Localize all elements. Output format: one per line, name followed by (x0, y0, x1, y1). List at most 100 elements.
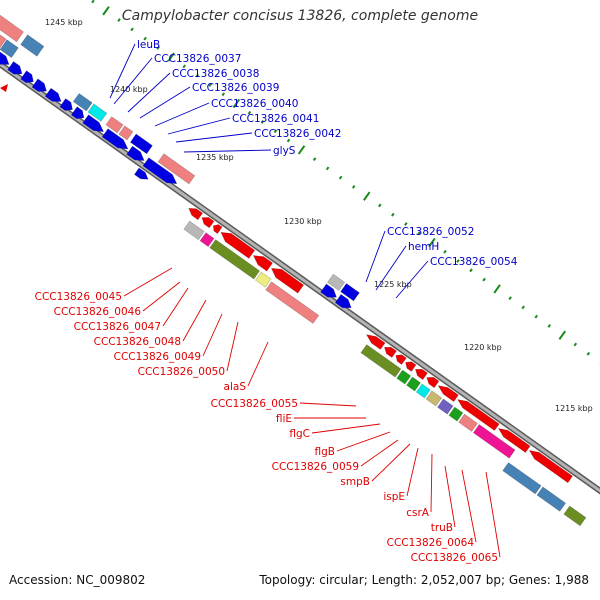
gene-box (265, 281, 320, 324)
gene-label-1-leader (113, 57, 153, 105)
minor-tick (143, 36, 147, 41)
gene-label-mid-2-leader (395, 260, 429, 299)
gene-arrow (59, 98, 73, 111)
minor-tick (208, 83, 213, 87)
gene-arrow (270, 267, 305, 294)
gene-label-bottom-3-leader (360, 439, 399, 467)
gene-arrow (142, 157, 178, 185)
length-label: Length: (371, 573, 418, 587)
gene-box (199, 232, 215, 248)
minor-tick (573, 342, 578, 347)
accession-info: Accession: NC_009802 (9, 573, 145, 587)
gene-label-6-leader (175, 132, 253, 143)
gene-box (563, 505, 587, 527)
gene-label-bottom-5-leader (406, 447, 419, 497)
genome-stats: Topology: circular; Length: 2,052,007 bp… (259, 573, 589, 587)
gene-label-2-leader (127, 72, 171, 113)
minor-tick (221, 92, 226, 97)
gene-label-left-0-leader (123, 267, 173, 297)
gene-label-0: leuB (137, 39, 160, 51)
scale-tick-label: 1230 kbp (284, 217, 322, 226)
map-title: Campylobacter concisus 13826, complete g… (121, 8, 479, 24)
gene-label-bottom-4-leader (371, 443, 411, 482)
gene-label-1: CCC13826_0037 (154, 53, 241, 65)
gene-box (105, 116, 124, 134)
gene-label-mid-0: CCC13826_0052 (387, 226, 474, 238)
gene-arrow (44, 87, 62, 102)
gene-box (360, 344, 402, 378)
gene-arrow (126, 145, 145, 161)
gene-box (129, 133, 153, 155)
gene-label-bottom-7: truB (431, 522, 453, 534)
gene-arrow (20, 70, 34, 84)
gene-arrow (528, 449, 573, 484)
gene-arrow (133, 167, 149, 180)
gene-box (0, 39, 19, 59)
scale-tick-label: 1215 kbp (555, 404, 593, 413)
gene-label-7: glyS (273, 145, 296, 157)
gene-arrow (101, 128, 129, 150)
gene-box (209, 239, 261, 280)
gene-label-bottom-9: CCC13826_0065 (411, 552, 498, 564)
minor-tick (260, 120, 265, 124)
major-tick (167, 52, 175, 62)
minor-tick (338, 175, 343, 180)
gene-box (72, 93, 93, 112)
gene-label-4-leader (154, 102, 210, 127)
minor-tick (482, 277, 486, 282)
gene-label-left-0: CCC13826_0045 (35, 291, 122, 303)
gene-label-bottom-2: flgB (315, 446, 335, 458)
gene-arrow (497, 427, 531, 453)
minor-tick (247, 110, 252, 115)
gene-box (415, 383, 431, 399)
gene-arrow (201, 217, 215, 229)
gene-label-left-2-leader (162, 287, 189, 327)
gene-box (396, 369, 412, 385)
gene-label-left-4-leader (202, 313, 223, 357)
gene-box (472, 424, 516, 459)
gene-arrow (82, 114, 105, 133)
gene-arrow (426, 376, 440, 389)
gene-label-left-7: CCC13826_0055 (211, 398, 298, 410)
topology-value: circular (319, 573, 364, 587)
gene-label-5: CCC13826_0041 (232, 113, 319, 125)
genes-value: 1,988 (554, 573, 589, 587)
gene-box (502, 462, 542, 495)
gene-label-4: CCC13826_0040 (211, 98, 298, 110)
scale-tick-label: 1225 kbp (374, 280, 412, 289)
minor-tick (534, 314, 538, 319)
major-tick (428, 237, 436, 248)
gene-box (327, 273, 346, 291)
minor-tick (156, 45, 160, 50)
scale-tick-label: 1245 kbp (45, 18, 83, 27)
gene-label-bottom-8: CCC13826_0064 (387, 537, 475, 549)
scale-ticks (91, 0, 600, 364)
gene-labels: leuBCCC13826_0037CCC13826_0038CCC13826_0… (35, 39, 518, 564)
topology-label: Topology: (259, 573, 316, 587)
gene-features (0, 14, 587, 527)
gene-label-mid-1-leader (375, 245, 407, 291)
minor-tick (195, 73, 200, 78)
gene-box (458, 413, 478, 432)
gene-arrow (212, 224, 223, 235)
gene-arrow (405, 361, 417, 372)
minor-tick (521, 305, 525, 310)
major-tick (232, 98, 241, 109)
minor-tick (182, 64, 186, 69)
gene-label-left-3: CCC13826_0048 (94, 336, 181, 348)
major-tick (102, 6, 110, 16)
gene-label-bottom-1: flgC (289, 428, 310, 440)
minor-tick (130, 27, 134, 32)
gene-label-bottom-3: CCC13826_0059 (272, 461, 359, 473)
minor-tick (417, 231, 421, 236)
gene-label-mid-2: CCC13826_0054 (430, 256, 518, 268)
gene-box (437, 398, 454, 415)
backbone (0, 60, 600, 495)
gene-box (157, 153, 196, 185)
minor-tick (351, 185, 356, 189)
gene-box (536, 486, 567, 512)
minor-tick (547, 324, 552, 328)
gene-arrow (0, 51, 10, 65)
gene-arrow (395, 354, 407, 365)
